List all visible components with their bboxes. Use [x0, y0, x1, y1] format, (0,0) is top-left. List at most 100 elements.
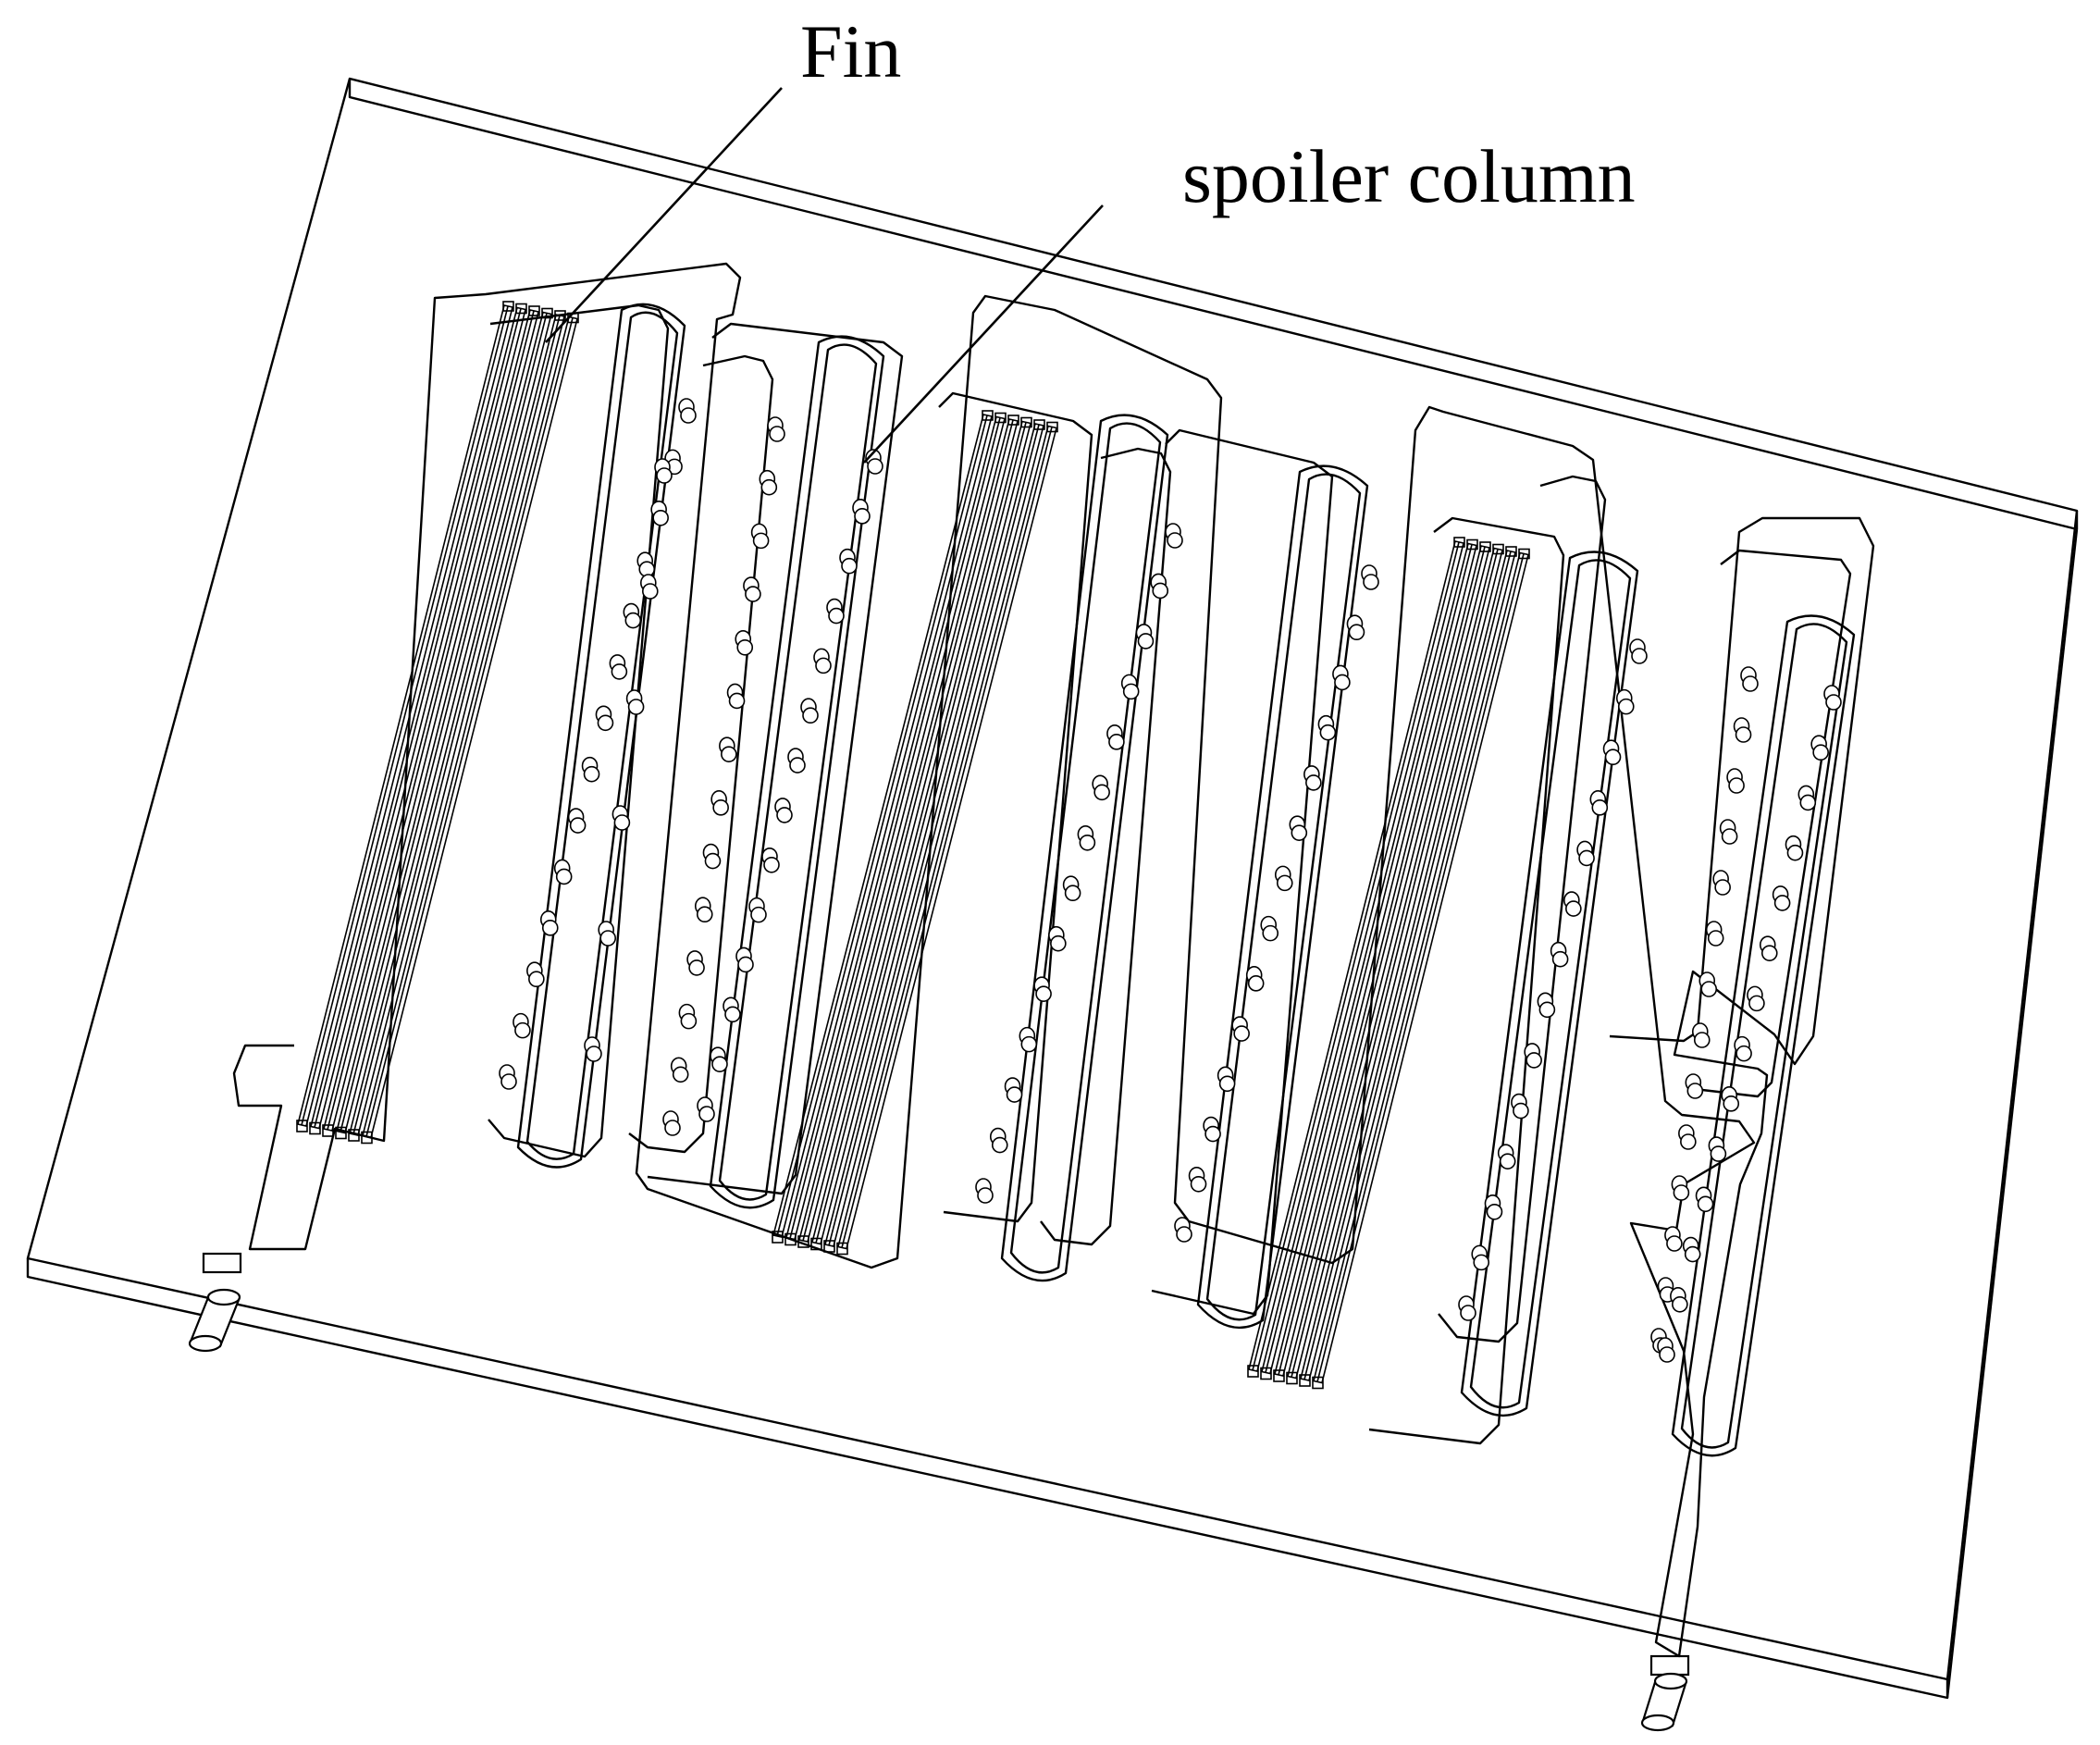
inlet-port-opening: [202, 1252, 242, 1274]
channel-island: [709, 335, 885, 1209]
fin-edge: [301, 305, 509, 1126]
spoiler-column-base: [1006, 1086, 1023, 1103]
spoiler-column-base: [1538, 1001, 1556, 1019]
spoiler-column-base: [1773, 895, 1791, 911]
fin-top-cap: [982, 410, 994, 421]
fin-bottom-cap: [1260, 1367, 1272, 1380]
spoiler-column-base: [750, 906, 767, 923]
fin: [811, 420, 1031, 1245]
fin-edge: [340, 313, 548, 1132]
channel-island: [1000, 414, 1169, 1282]
fin-top-cap: [528, 305, 540, 316]
spoiler-column-base: [721, 746, 737, 762]
fin-bottom-cap: [335, 1126, 347, 1140]
fin-top-cap: [1505, 546, 1517, 557]
spoiler-column-base: [1108, 734, 1125, 750]
spoiler-column-base: [1152, 582, 1169, 600]
fin: [798, 418, 1019, 1243]
spoiler-column-base: [1233, 1025, 1250, 1042]
channel-island-inner: [1469, 559, 1632, 1409]
fin-bottom-cap: [810, 1237, 822, 1251]
spoiler-column-base: [1319, 724, 1337, 741]
channel-rib-wall: [938, 391, 1093, 1223]
spoiler-column-base: [1714, 879, 1731, 896]
spoiler-column-base: [1721, 828, 1738, 845]
fin: [336, 311, 552, 1134]
outlet-port-end: [1640, 1714, 1675, 1732]
spoiler-column-base: [597, 714, 614, 732]
fin: [785, 415, 1006, 1241]
fin: [1287, 547, 1503, 1380]
spoiler-column-base: [1334, 674, 1351, 691]
fin-top-cap: [1479, 541, 1491, 552]
spoiler-column-base: [569, 817, 587, 834]
spoiler-column-base: [1035, 985, 1052, 1002]
spoiler-column-base: [1486, 1203, 1503, 1220]
channel-rib-wall: [1368, 516, 1565, 1445]
outlet-port-mouth: [1653, 1672, 1688, 1690]
fin-bottom-cap: [836, 1242, 848, 1256]
channel-island: [1460, 551, 1639, 1417]
spoiler-column-base: [541, 920, 559, 936]
spoiler-column-base: [1020, 1035, 1038, 1053]
spoiler-column-base: [656, 467, 673, 484]
spoiler-column-base: [1262, 924, 1279, 942]
fin-edge: [1316, 553, 1525, 1382]
channel-island: [516, 303, 686, 1169]
spoiler-column-base: [712, 799, 729, 816]
fin-top-cap: [554, 310, 566, 321]
spoiler-column-base: [1093, 784, 1110, 801]
spoiler-column-base: [828, 607, 845, 625]
spoiler-column-base: [728, 692, 746, 710]
spoiler-column-base: [528, 971, 545, 988]
spoiler-column-base: [1137, 633, 1155, 650]
fin: [1274, 545, 1490, 1377]
spoiler-column-base: [1728, 777, 1745, 794]
spoiler-column-base: [680, 1012, 698, 1030]
spoiler-column-base: [624, 612, 642, 629]
spoiler-column-base: [769, 426, 785, 442]
spoiler-column-base: [1551, 950, 1569, 968]
outlet-port-opening: [1649, 1654, 1690, 1677]
spoiler-column-base: [1064, 885, 1081, 902]
fin-label: Fin: [800, 9, 902, 93]
spoiler-column-base: [1812, 744, 1829, 761]
fin-edge: [776, 415, 988, 1237]
spoiler-column-base: [1672, 1295, 1688, 1313]
channel-island: [1196, 464, 1369, 1330]
spoiler-column-base: [652, 509, 669, 526]
spoiler-column-base: [711, 1056, 728, 1072]
spoiler-column-base: [688, 959, 705, 976]
fin-top-cap: [1466, 538, 1478, 551]
fin-edge: [1265, 544, 1473, 1373]
spoiler-column-base: [1276, 874, 1293, 892]
fin-bottom-cap: [772, 1231, 784, 1244]
callout-leaders: [545, 87, 1104, 464]
spoiler-column-base: [1693, 1032, 1711, 1048]
inlet-port-mouth: [206, 1288, 241, 1306]
spoiler-column-base: [704, 852, 722, 870]
spoiler-column-base: [1697, 1195, 1714, 1213]
spoiler-column-base: [1748, 995, 1765, 1012]
fin-bottom-cap: [296, 1120, 308, 1132]
spoiler-column-base: [664, 1120, 681, 1136]
spoiler-column-base: [736, 638, 754, 656]
spoiler-column-base: [802, 707, 819, 724]
fin-top-cap: [994, 412, 1007, 424]
inlet-port-end: [188, 1334, 223, 1353]
fin-top-cap: [515, 303, 527, 315]
spoiler-column-base: [500, 1073, 517, 1090]
fin: [362, 316, 578, 1139]
fin-top-cap: [502, 301, 514, 312]
fin: [349, 314, 565, 1136]
fin-top-cap: [1492, 543, 1504, 555]
cold-plate-body: [26, 77, 2079, 1700]
spoiler-column-base: [672, 1066, 689, 1083]
spoiler-column-base: [760, 478, 778, 496]
fin: [310, 306, 526, 1130]
spoiler-column-base: [1786, 844, 1804, 861]
fin-edge: [314, 308, 522, 1128]
spoiler-column-base: [1723, 1095, 1740, 1112]
fin-edge: [1252, 541, 1460, 1371]
